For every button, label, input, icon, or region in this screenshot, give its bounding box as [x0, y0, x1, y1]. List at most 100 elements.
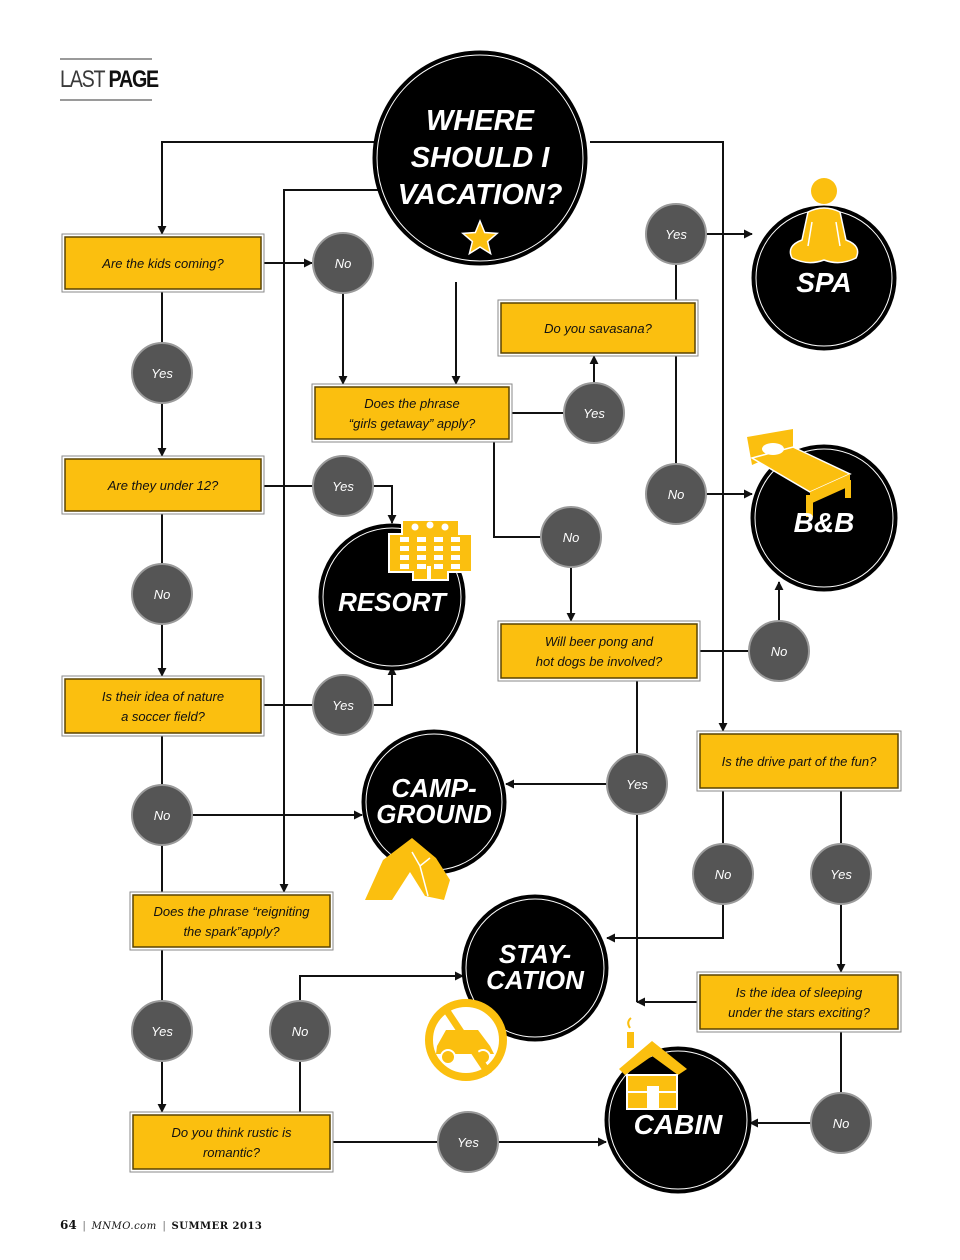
destination-bnb: B&B: [747, 429, 898, 592]
connector-arrow: [299, 971, 464, 1012]
destination-label: SPA: [796, 267, 852, 298]
destination-label: GROUND: [376, 799, 492, 829]
destination-label: B&B: [794, 507, 855, 538]
start-title-line: SHOULD I: [411, 142, 551, 174]
question-box-nature: Is their idea of nature a soccer field?: [61, 675, 265, 737]
question-text: a soccer field?: [121, 709, 206, 724]
destination-staycation: STAY-CATION: [425, 894, 609, 1081]
connector-arrow: [493, 442, 553, 542]
answer-circle: [645, 203, 707, 265]
answer-no-node: No: [810, 1092, 872, 1154]
question-box-fill: [64, 678, 262, 734]
section-header: LAST PAGE: [60, 58, 159, 101]
destination-label: CABIN: [634, 1109, 723, 1140]
destination-circle: [750, 444, 898, 592]
answer-label: No: [154, 808, 171, 823]
destination-circle-ring: [608, 1050, 748, 1190]
answer-circle: [131, 784, 193, 846]
answer-no-node: No: [131, 563, 193, 625]
answer-no-node: No: [131, 784, 193, 846]
answer-label: No: [668, 487, 685, 502]
destination-campground: CAMP-GROUND: [361, 729, 507, 900]
answer-circle: [131, 563, 193, 625]
question-box-fill: [699, 733, 899, 789]
answer-label: Yes: [151, 1024, 173, 1039]
answer-no-node: No: [645, 463, 707, 525]
answer-label: Yes: [830, 867, 852, 882]
answer-label: Yes: [583, 406, 605, 421]
section-title: LAST PAGE: [60, 66, 159, 94]
destination-circle-ring: [754, 448, 894, 588]
answer-yes-node: Yes: [131, 1000, 193, 1062]
answer-circle: [131, 342, 193, 404]
destination-circle: [461, 894, 609, 1042]
no-car-icon: [425, 999, 507, 1081]
answer-circle: [692, 843, 754, 905]
connector-arrow: [279, 189, 380, 893]
question-text: Is the idea of sleeping: [736, 985, 863, 1000]
page-footer: 64 | MNMO.com | SUMMER 2013: [60, 1218, 262, 1232]
question-box-under12: Are they under 12?: [61, 455, 265, 515]
question-box-drive: Is the drive part of the fun?: [696, 730, 902, 792]
question-box-fill: [64, 236, 262, 290]
answer-circle: [645, 463, 707, 525]
question-box-fill: [500, 623, 698, 679]
answer-yes-node: Yes: [810, 843, 872, 905]
question-text: Does the phrase “reigniting: [153, 904, 310, 919]
answer-label: Yes: [626, 777, 648, 792]
answer-no-node: No: [269, 1000, 331, 1062]
destination-label: STAY-: [499, 939, 571, 969]
start-circle: [372, 50, 588, 266]
answer-circle: [540, 506, 602, 568]
question-text: Is their idea of nature: [102, 689, 224, 704]
footer-issue: SUMMER 2013: [171, 1221, 263, 1232]
answer-label: Yes: [332, 698, 354, 713]
footer-separator: |: [82, 1220, 86, 1232]
question-text: Will beer pong and: [545, 634, 654, 649]
answer-circle: [131, 1000, 193, 1062]
answer-circle: [606, 753, 668, 815]
header-top-rule: [60, 58, 152, 60]
answer-circle: [312, 232, 374, 294]
destination-circle-ring: [465, 898, 605, 1038]
question-box-kids: Are the kids coming?: [61, 233, 265, 293]
question-box-fill: [314, 386, 510, 440]
destination-spa: SPA: [751, 178, 897, 351]
start-title-line: VACATION?: [398, 179, 563, 211]
connector-arrow: [590, 141, 728, 732]
hotel-icon: [388, 519, 473, 581]
header-bottom-rule: [60, 99, 152, 101]
tent-icon: [365, 838, 450, 900]
footer-site: MNMO.com: [91, 1221, 157, 1232]
answer-no-node: No: [692, 843, 754, 905]
question-text: Do you savasana?: [544, 321, 652, 336]
answer-yes-node: Yes: [312, 455, 374, 517]
question-box-fill: [132, 1114, 331, 1170]
answer-yes-node: Yes: [645, 203, 707, 265]
answer-yes-node: Yes: [312, 674, 374, 736]
answer-circle: [810, 843, 872, 905]
footer-separator: |: [162, 1220, 166, 1232]
destination-circle: [751, 205, 897, 351]
answer-label: Yes: [457, 1135, 479, 1150]
section-title-bold: PAGE: [108, 66, 160, 93]
question-text: Are the kids coming?: [101, 256, 224, 271]
destination-resort: RESORT: [318, 519, 473, 671]
question-box-fill: [132, 894, 331, 948]
question-box-fill: [500, 302, 696, 354]
answer-yes-node: Yes: [437, 1111, 499, 1173]
answer-label: No: [833, 1116, 850, 1131]
answer-yes-node: Yes: [131, 342, 193, 404]
answer-label: No: [771, 644, 788, 659]
question-text: “girls getaway” apply?: [349, 416, 476, 431]
answer-circle: [312, 455, 374, 517]
page-number: 64: [60, 1218, 77, 1232]
destination-label: RESORT: [338, 587, 448, 617]
answer-no-node: No: [748, 620, 810, 682]
meditation-icon: [789, 178, 859, 264]
